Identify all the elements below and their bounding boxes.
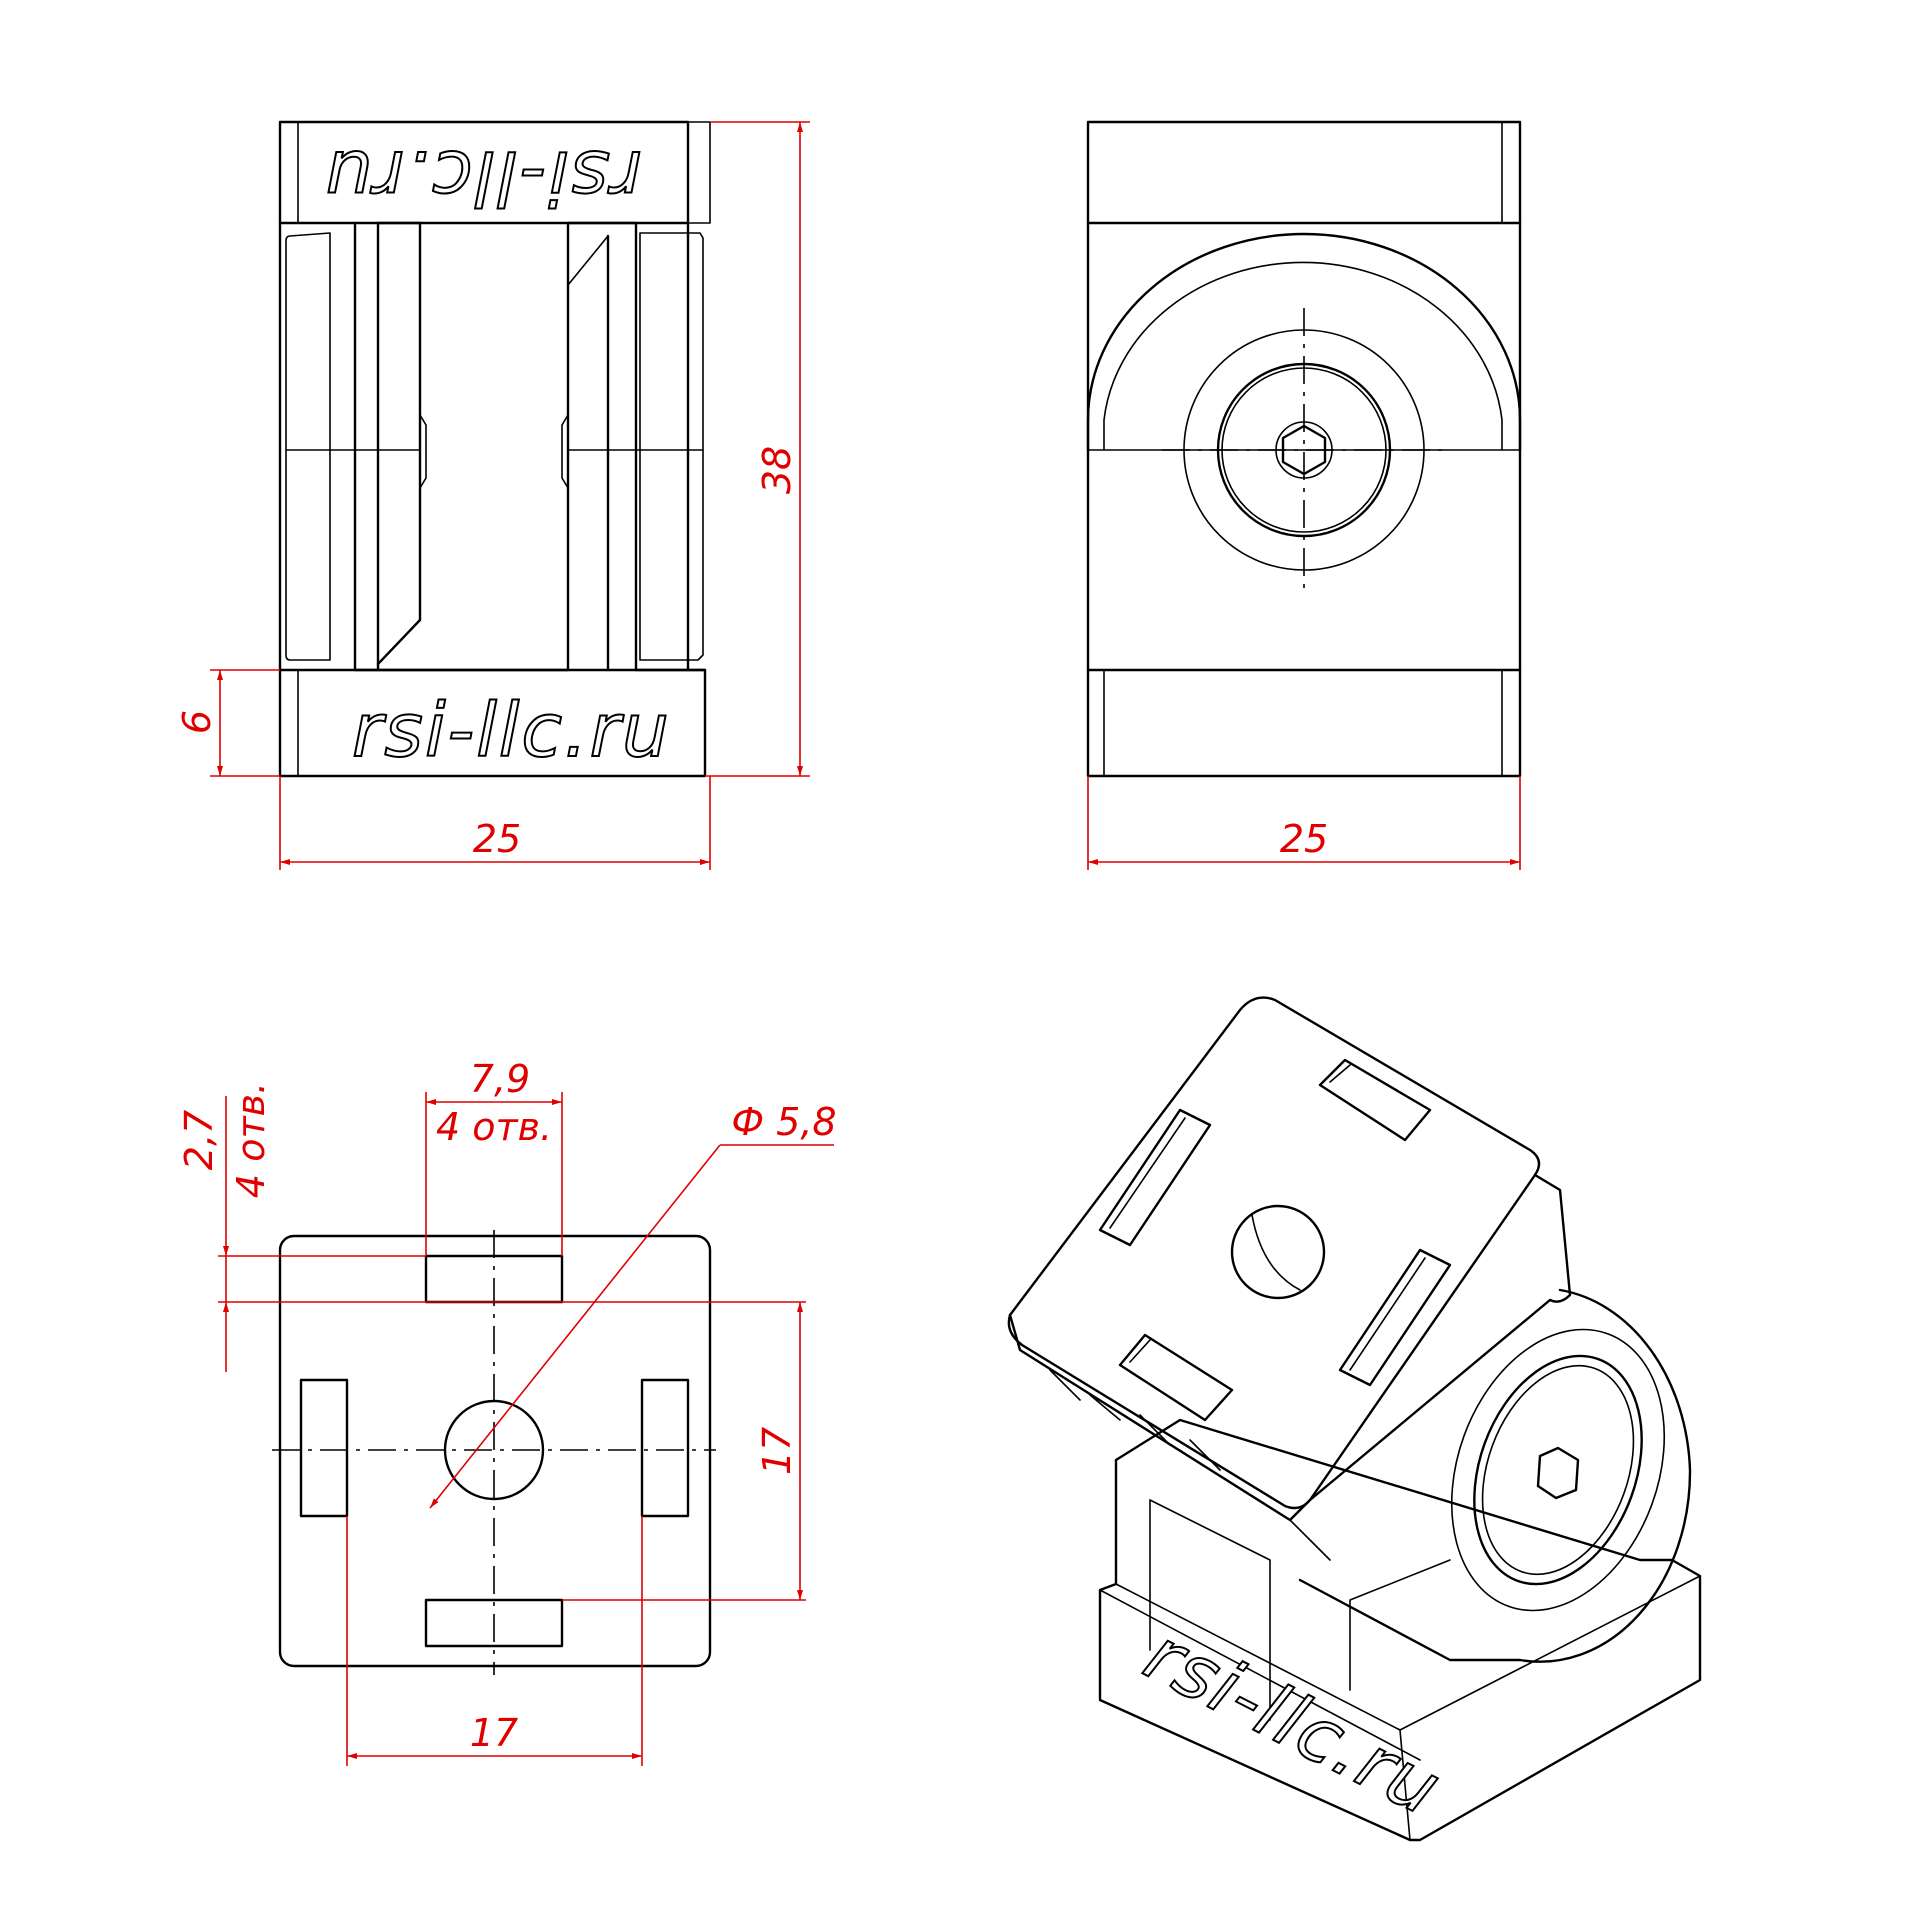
dim-front-base-height: 6	[175, 710, 219, 734]
top-view: 7,9 4 отв. 2,7 4 отв. Ф 5,8 17 17	[177, 1057, 837, 1766]
dim-slot-spacing-horizontal: 17	[470, 1711, 518, 1755]
dim-hole-diameter: Ф 5,8	[731, 1100, 836, 1144]
dim-front-height: 38	[755, 446, 799, 494]
side-view: 25	[1086, 120, 1522, 870]
brand-logo-iso: rsi-llc.ru	[1132, 1611, 1455, 1832]
isometric-view: rsi-llc.ru	[1007, 996, 1702, 1842]
dim-slot-depth-count: 4 отв.	[229, 1082, 273, 1198]
slot-bottom	[424, 1598, 564, 1648]
dim-slot-depth: 2,7	[177, 1110, 221, 1170]
dim-side-width: 25	[1280, 817, 1328, 861]
dim-slot-spacing-vertical: 17	[755, 1427, 799, 1475]
brand-logo-top: rsi-llc.ru	[323, 134, 642, 220]
slot-right	[640, 1378, 690, 1518]
dim-slot-count: 4 отв.	[436, 1105, 552, 1149]
dim-slot-width: 7,9	[470, 1057, 530, 1101]
dim-front-width: 25	[473, 817, 521, 861]
front-view: rsi-llc.ru rsi-llc.ru 38 6 25	[175, 120, 810, 870]
slot-left	[299, 1378, 349, 1518]
brand-logo-bottom: rsi-llc.ru	[352, 688, 671, 774]
